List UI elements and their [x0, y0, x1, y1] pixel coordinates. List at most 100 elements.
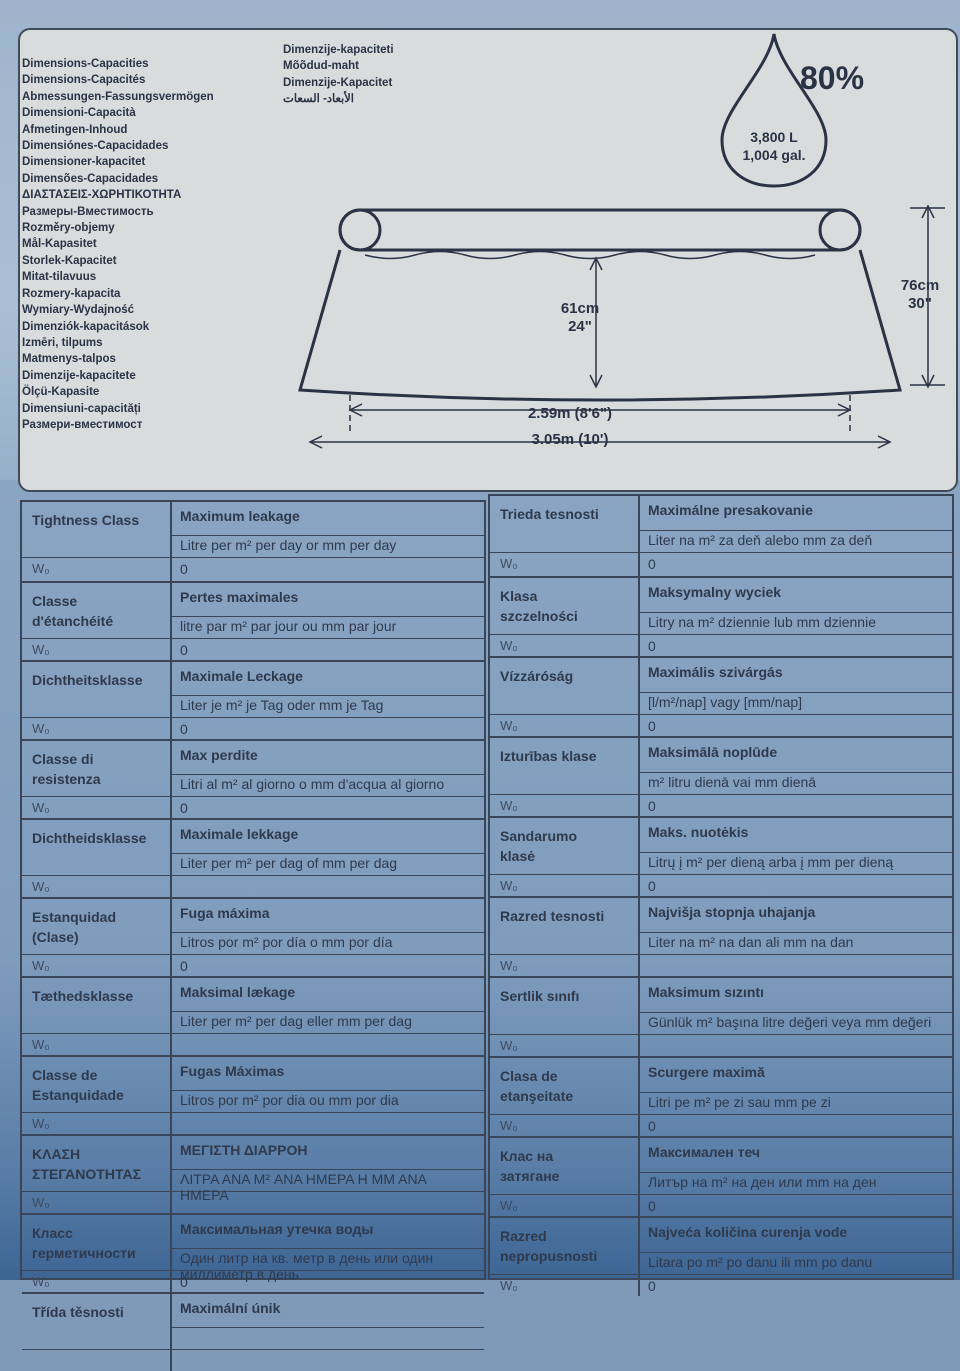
leakage-title: Max perdite — [180, 747, 258, 763]
row-divider — [170, 774, 484, 775]
row-divider — [22, 638, 484, 639]
row-divider — [22, 557, 484, 558]
language-label: Wymiary-Wydajność — [22, 304, 135, 317]
leakage-description: Litros por m² por dia ou mm por dia — [180, 1092, 399, 1108]
w0-label: W₀ — [32, 642, 50, 657]
row-divider — [638, 530, 952, 531]
row-divider — [490, 874, 952, 875]
water-drop: 3,800 L 1,004 gal. — [718, 30, 830, 190]
class-label: Tæthedsklasse — [32, 988, 134, 1004]
leakage-description: Litri pe m² pe zi sau mm pe zi — [648, 1094, 831, 1110]
class-label: Trieda tesnosti — [500, 506, 599, 522]
column-divider — [170, 1057, 172, 1134]
language-label: Mitat-tilavuus — [22, 271, 97, 284]
row-divider — [638, 692, 952, 693]
column-divider — [638, 1218, 640, 1296]
column-divider — [638, 1058, 640, 1136]
table-row: Класс герметичности Максимальная утечка в… — [22, 1213, 484, 1292]
language-label: Dimensions-Capacités — [22, 74, 146, 87]
w0-label: W₀ — [32, 879, 50, 894]
class-label: Dichtheidsklasse — [32, 830, 147, 846]
leakage-title: Fugas Máximas — [180, 1063, 285, 1079]
row-divider — [638, 612, 952, 613]
row-divider — [170, 695, 484, 696]
leakage-description: Liter na m² za deň alebo mm za deň — [648, 532, 873, 548]
column-divider — [638, 818, 640, 896]
leakage-description: Liter na m² na dan ali mm na dan — [648, 934, 854, 950]
drop-volume: 3,800 L 1,004 gal. — [718, 128, 830, 164]
language-label: Dimenzije-kapacitete — [22, 369, 136, 382]
row-divider — [490, 1034, 952, 1035]
row-divider — [22, 1191, 484, 1192]
class-label: Tightness Class — [32, 512, 140, 528]
row-divider — [170, 1011, 484, 1012]
row-divider — [170, 616, 484, 617]
row-divider — [22, 717, 484, 718]
leakage-description: Litre per m² per day or mm per day — [180, 537, 397, 553]
column-divider — [170, 1215, 172, 1292]
row-divider — [170, 932, 484, 933]
w0-label: W₀ — [500, 718, 518, 733]
row-divider — [638, 1092, 952, 1093]
leakage-description: m² litru dienā vai mm dienā — [648, 774, 817, 790]
language-label: الأبعاد- السعات — [283, 93, 354, 106]
w0-label: W₀ — [500, 958, 518, 973]
class-label: Clasa de etanşeitate — [500, 1068, 574, 1104]
column-divider — [170, 820, 172, 897]
language-label: ΔΙΑΣΤΑΣΕΙΣ-ΧΩΡΗΤΙΚΟΤΗΤΑ — [22, 189, 182, 202]
w0-label: W₀ — [500, 556, 518, 571]
column-divider — [638, 578, 640, 656]
column-divider — [638, 658, 640, 736]
class-label: ΚΛΑΣΗ ΣΤΕΓΑΝΟΤΗΤΑΣ — [32, 1146, 141, 1182]
leakage-title: Maximale Leckage — [180, 668, 303, 684]
leakage-title: Maksimum sızıntı — [648, 984, 764, 1000]
row-divider — [22, 1270, 484, 1271]
language-label: Dimensiónes-Capacidades — [22, 140, 169, 153]
leakage-value: 0 — [648, 1118, 656, 1134]
w0-label: W₀ — [32, 1274, 50, 1289]
row-divider — [22, 1349, 484, 1350]
leakage-description: Литър на m² на ден или mm на ден — [648, 1174, 877, 1190]
class-label: Třída těsnosti — [32, 1304, 124, 1320]
class-label: Classe di resistenza — [32, 751, 101, 787]
leakage-description: Liter je m² je Tag oder mm je Tag — [180, 697, 384, 713]
leakage-title: Scurgere maximă — [648, 1064, 765, 1080]
leakage-title: Максимальная утечка воды — [180, 1221, 374, 1237]
language-label: Rozmery-kapacita — [22, 287, 121, 300]
row-divider — [22, 1112, 484, 1113]
leakage-value: 0 — [180, 1274, 188, 1290]
class-label: Klasa szczelności — [500, 588, 578, 624]
leakage-description: Litara po m² po danu ili mm po danu — [648, 1254, 873, 1270]
outer-width-label: 3.05m (10') — [531, 431, 609, 448]
row-divider — [490, 714, 952, 715]
row-divider — [22, 954, 484, 955]
language-label: Dimensioni-Capacità — [22, 107, 136, 120]
leakage-description: Litrų į m² per dieną arba į mm per dieną — [648, 854, 894, 870]
leakage-title: ΜΕΓΙΣΤΗ ΔΙΑΡΡΟΗ — [180, 1142, 308, 1158]
column-divider — [170, 1136, 172, 1213]
language-label: Afmetingen-Inhoud — [22, 123, 128, 136]
row-divider — [22, 796, 484, 797]
leakage-title: Fuga máxima — [180, 905, 270, 921]
class-label: Класс герметичности — [32, 1225, 136, 1261]
row-divider — [170, 1090, 484, 1091]
language-label: Storlek-Kapacitet — [22, 254, 117, 267]
class-label: Classe de Estanquidade — [32, 1067, 124, 1103]
w0-label: W₀ — [500, 1118, 518, 1133]
row-divider — [490, 552, 952, 553]
row-divider — [490, 954, 952, 955]
leakage-description: Litri al m² al giorno o mm d'acqua al gi… — [180, 776, 445, 792]
leakage-value: 0 — [180, 800, 188, 816]
column-divider — [638, 1138, 640, 1216]
class-label: Izturības klase — [500, 748, 597, 764]
water-drop-icon — [720, 33, 828, 188]
